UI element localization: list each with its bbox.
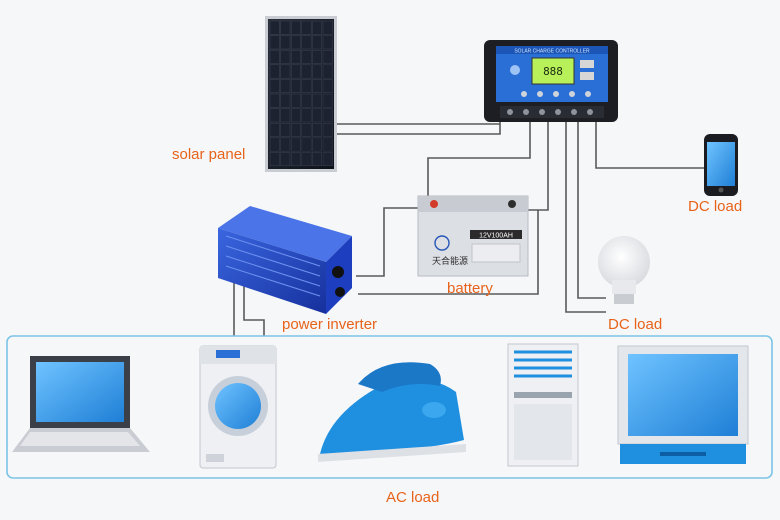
solar-cell: [312, 35, 323, 50]
solar-cell: [322, 79, 333, 94]
solar-cell: [312, 108, 323, 123]
solar-cell: [280, 79, 291, 94]
dc-load-bulb-label: DC load: [608, 316, 663, 333]
solar-cell: [269, 35, 280, 50]
solar-cell: [301, 137, 312, 152]
solar-cell: [290, 64, 301, 79]
solar-cell: [312, 93, 323, 108]
solar-cell: [269, 122, 280, 137]
solar-cell: [269, 93, 280, 108]
solar-cell: [290, 152, 301, 167]
solar-cell: [280, 20, 291, 35]
solar-cell: [280, 108, 291, 123]
solar-cell: [269, 49, 280, 64]
solar-cell: [322, 152, 333, 167]
power-inverter-icon: [218, 206, 352, 314]
wire-controller-dc2: [565, 118, 606, 313]
solar-cell: [322, 64, 333, 79]
air-conditioner-icon: [507, 343, 579, 467]
wire-controller-bulb: [577, 118, 606, 299]
solar-cell: [322, 35, 333, 50]
solar-cell: [322, 108, 333, 123]
solar-cell: [269, 152, 280, 167]
solar-cell: [280, 35, 291, 50]
solar-cell: [312, 122, 323, 137]
dc-load-phone-label: DC load: [688, 198, 743, 215]
solar-cell: [280, 137, 291, 152]
solar-cell: [290, 93, 301, 108]
solar-cell: [301, 64, 312, 79]
wiring: [233, 118, 706, 336]
solar-cell: [290, 137, 301, 152]
solar-cell: [312, 137, 323, 152]
solar-cell: [322, 20, 333, 35]
television-icon: [617, 345, 749, 464]
wire-controller-battery-neg: [528, 118, 549, 211]
solar-cell: [269, 137, 280, 152]
solar-cell: [301, 108, 312, 123]
wire-battery-inverter-pos: [356, 207, 418, 277]
wire-inverter-ac-2: [243, 270, 265, 336]
wire-solar-controller-2: [336, 118, 501, 135]
solar-cell: [290, 108, 301, 123]
solar-cell: [312, 152, 323, 167]
solar-cell: [269, 20, 280, 35]
solar-panel-label: solar panel: [172, 146, 246, 163]
power-inverter-label: power inverter: [282, 316, 378, 333]
solar-cell: [280, 64, 291, 79]
washing-machine-icon: [199, 345, 277, 469]
solar-cell: [269, 79, 280, 94]
solar-cell: [290, 49, 301, 64]
controller-header: SOLAR CHARGE CONTROLLER: [514, 49, 590, 55]
battery-rating: 12V100AH: [479, 233, 513, 240]
battery-icon: 12V100AH 天合能源: [417, 195, 529, 277]
solar-cell: [269, 108, 280, 123]
solar-cell: [280, 152, 291, 167]
controller-display: 888: [543, 65, 563, 78]
solar-cell: [312, 64, 323, 79]
solar-cell: [322, 137, 333, 152]
solar-cell: [322, 49, 333, 64]
solar-cell: [290, 35, 301, 50]
charge-controller-icon: SOLAR CHARGE CONTROLLER 888: [484, 40, 618, 122]
solar-cell: [301, 79, 312, 94]
battery-label: battery: [447, 280, 493, 297]
solar-cell: [301, 49, 312, 64]
wire-controller-battery-pos: [427, 118, 531, 196]
wire-controller-phone: [595, 118, 706, 169]
iron-icon: [318, 362, 466, 462]
solar-cell: [280, 49, 291, 64]
solar-cell: [312, 79, 323, 94]
solar-cell: [301, 93, 312, 108]
solar-cell: [269, 64, 280, 79]
solar-cell: [301, 122, 312, 137]
solar-cell: [280, 93, 291, 108]
solar-cell: [290, 79, 301, 94]
solar-cell: [301, 152, 312, 167]
solar-cell: [290, 122, 301, 137]
ac-load-box: [6, 335, 773, 479]
battery-brand: 天合能源: [432, 255, 468, 266]
wire-battery-inverter-neg: [358, 210, 539, 295]
solar-cell: [280, 122, 291, 137]
solar-panel-icon: [265, 16, 337, 172]
solar-cell: [322, 122, 333, 137]
laptop-icon: [12, 356, 150, 452]
solar-cell: [290, 20, 301, 35]
solar-cell: [301, 35, 312, 50]
solar-cell: [322, 93, 333, 108]
ac-load-label: AC load: [386, 489, 440, 506]
solar-cell: [312, 20, 323, 35]
solar-cell: [301, 20, 312, 35]
light-bulb-icon: [598, 236, 650, 304]
solar-cell: [312, 49, 323, 64]
phone-icon: [704, 134, 738, 196]
